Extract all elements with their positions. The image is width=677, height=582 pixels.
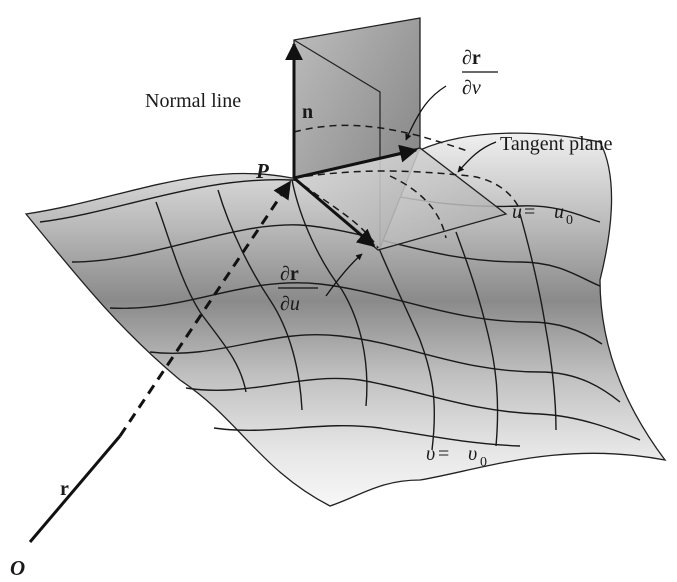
svg-text:υ: υ xyxy=(468,443,477,465)
svg-text:u: u xyxy=(554,201,564,223)
label-origin-O: O xyxy=(10,556,25,580)
label-dr-dv: ∂r ∂v xyxy=(462,47,498,99)
grid-curve-h4 xyxy=(149,334,621,403)
grid-curve-h6 xyxy=(213,424,521,447)
grid-curve-h5 xyxy=(185,377,641,441)
label-dr-du: ∂r ∂u xyxy=(278,263,318,315)
grid-curve-h3 xyxy=(109,282,603,345)
vector-r-solid xyxy=(28,435,122,543)
grid-curve-v6 xyxy=(519,213,557,431)
grid-curve-v5 xyxy=(455,231,499,447)
label-normal-line: Normal line xyxy=(145,90,241,112)
grid-curve-v1 xyxy=(155,201,247,393)
svg-text:0: 0 xyxy=(480,455,487,470)
svg-text:=: = xyxy=(438,443,449,465)
svg-text:∂r: ∂r xyxy=(462,47,481,69)
leader-dr-du xyxy=(325,253,363,297)
svg-text:=: = xyxy=(524,201,535,223)
dashed-v-curve-under-plane xyxy=(293,170,521,211)
label-vector-n: n xyxy=(302,101,313,123)
leader-tangent-plane xyxy=(457,141,497,173)
label-vector-r: r xyxy=(60,478,69,500)
dashed-tangent-curve xyxy=(389,175,447,239)
label-tangent-plane: Tangent plane xyxy=(500,133,613,155)
leader-dr-dv xyxy=(405,85,447,141)
grid-curve-v3 xyxy=(291,179,368,407)
svg-text:u: u xyxy=(512,201,522,223)
grid-curve-v4 xyxy=(377,245,436,451)
svg-text:∂u: ∂u xyxy=(280,293,300,315)
svg-text:0: 0 xyxy=(566,213,573,228)
svg-text:∂r: ∂r xyxy=(280,263,299,285)
label-point-P: P xyxy=(255,159,269,183)
vector-dr-du xyxy=(293,176,376,248)
surface-grid xyxy=(39,178,641,451)
svg-text:∂v: ∂v xyxy=(462,77,481,99)
grid-curve-v2 xyxy=(217,189,303,411)
label-v-equals-v0: υ = υ 0 xyxy=(426,443,487,470)
label-u-equals-u0: u = u 0 xyxy=(512,201,573,228)
vector-dr-dv xyxy=(293,144,418,180)
svg-text:υ: υ xyxy=(426,443,435,465)
